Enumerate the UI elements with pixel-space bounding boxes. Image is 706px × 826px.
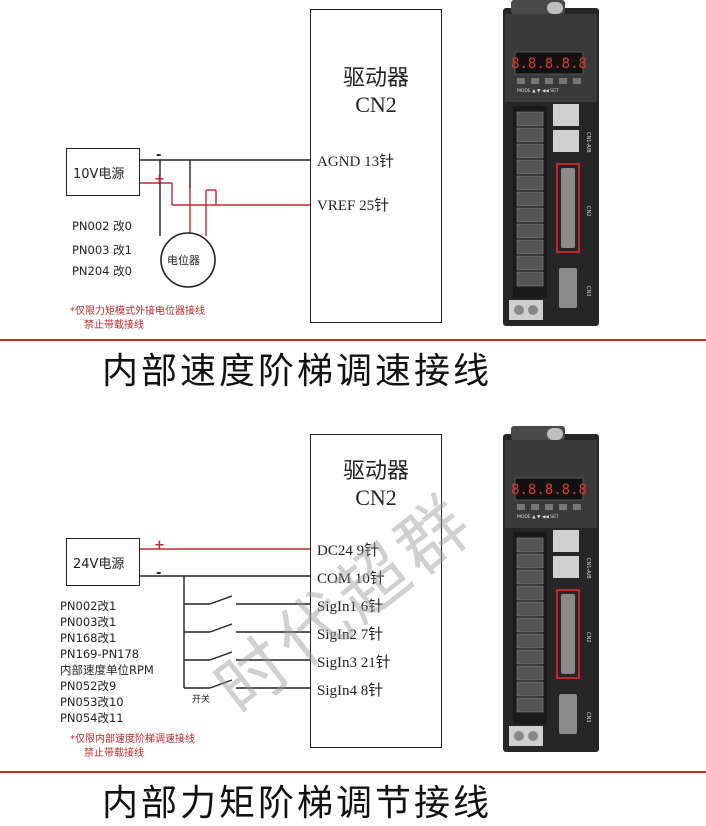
pin-com: COM 10针 [317,571,385,587]
param-line: 内部速度单位RPM [60,663,154,677]
servo-drive-body: 8.8.8.8.8 MODE ▲ ▼ ◀◀ SET CN1-A/B CN2 CN… [503,426,599,752]
potentiometer-label: 电位器 [167,254,200,267]
svg-text:MODE ▲ ▼ ◀◀ SET: MODE ▲ ▼ ◀◀ SET [517,88,559,94]
pin-vref: VREF 25针 [317,198,390,214]
divider-line [0,771,706,773]
svg-text:8.8.8.8.8: 8.8.8.8.8 [511,56,587,72]
servo-drive-image: 8.8.8.8.8 MODE ▲ ▼ ◀◀ SET CN1-A/B CN2 CN… [503,426,599,752]
svg-text:MODE ▲ ▼ ◀◀ SET: MODE ▲ ▼ ◀◀ SET [517,514,559,520]
svg-text:CN1-A/B: CN1-A/B [585,558,591,579]
warning-note: 禁止带载接线 [84,748,144,759]
param-line: PN168改1 [60,631,117,645]
section-heading: 内部力矩阶梯调节接线 [102,783,493,824]
param-line: PN003改1 [60,615,117,629]
svg-text:CN3: CN3 [585,286,591,296]
param-line: PN052改9 [60,679,117,693]
param-line: PN002 改0 [72,219,132,233]
power-supply-24v: 24V电源 [66,538,140,586]
divider-line [0,339,706,341]
potentiometer-icon [160,232,216,288]
servo-drive-body: 8.8.8.8.8 MODE ▲ ▼ ◀◀ SET CN1-A/B CN2 CN… [503,0,599,326]
svg-text:CN2: CN2 [585,632,591,642]
warning-note: *仅限内部速度阶梯调速接线 [70,734,195,745]
plus-terminal: + [154,538,165,553]
servo-drive-image: 8.8.8.8.8 MODE ▲ ▼ ◀◀ SET CN1-A/B CN2 CN… [503,0,599,326]
svg-text:CN2: CN2 [585,206,591,216]
driver-cn2-box: 驱动器 CN2 AGND 13针 VREF 25针 [310,9,442,323]
param-line: PN053改10 [60,695,124,709]
param-line: PN204 改0 [72,264,132,278]
param-line: PN054改11 [60,711,124,725]
power-supply-10v: 10V电源 [66,148,140,196]
psu-label: 24V电源 [73,557,125,572]
param-line: PN169-PN178 [60,647,140,661]
pin-sigin2: SigIn2 7针 [317,627,384,643]
switch-label: 开关 [192,695,211,705]
minus-terminal: - [156,148,162,163]
psu-label: 10V电源 [73,167,125,182]
minus-terminal: - [156,566,162,581]
pin-sigin4: SigIn4 8针 [317,683,384,699]
svg-text:8.8.8.8.8: 8.8.8.8.8 [511,482,587,498]
driver-cn2-box: 驱动器 CN2 DC24 9针 COM 10针 SigIn1 6针 SigIn2… [310,434,442,748]
pin-dc24: DC24 9针 [317,543,380,559]
pin-agnd: AGND 13针 [317,154,395,170]
pin-sigin1: SigIn1 6针 [317,599,384,615]
svg-text:CN1-A/B: CN1-A/B [585,132,591,153]
pin-sigin3: SigIn3 21针 [317,655,391,671]
param-line: PN003 改1 [72,243,132,257]
param-line: PN002改1 [60,599,117,613]
plus-terminal: + [154,172,165,187]
section-heading: 内部速度阶梯调速接线 [102,351,493,392]
svg-text:CN3: CN3 [585,712,591,722]
driver-title: 驱动器 [342,459,409,484]
driver-connector: CN2 [355,92,397,117]
warning-note: 禁止带载接线 [84,320,144,331]
warning-note: *仅限力矩模式外接电位器接线 [70,306,205,317]
driver-title: 驱动器 [342,66,409,91]
driver-connector: CN2 [355,485,397,510]
parameter-list: PN002改1 PN003改1 PN168改1 PN169-PN178 内部速度… [60,598,154,726]
